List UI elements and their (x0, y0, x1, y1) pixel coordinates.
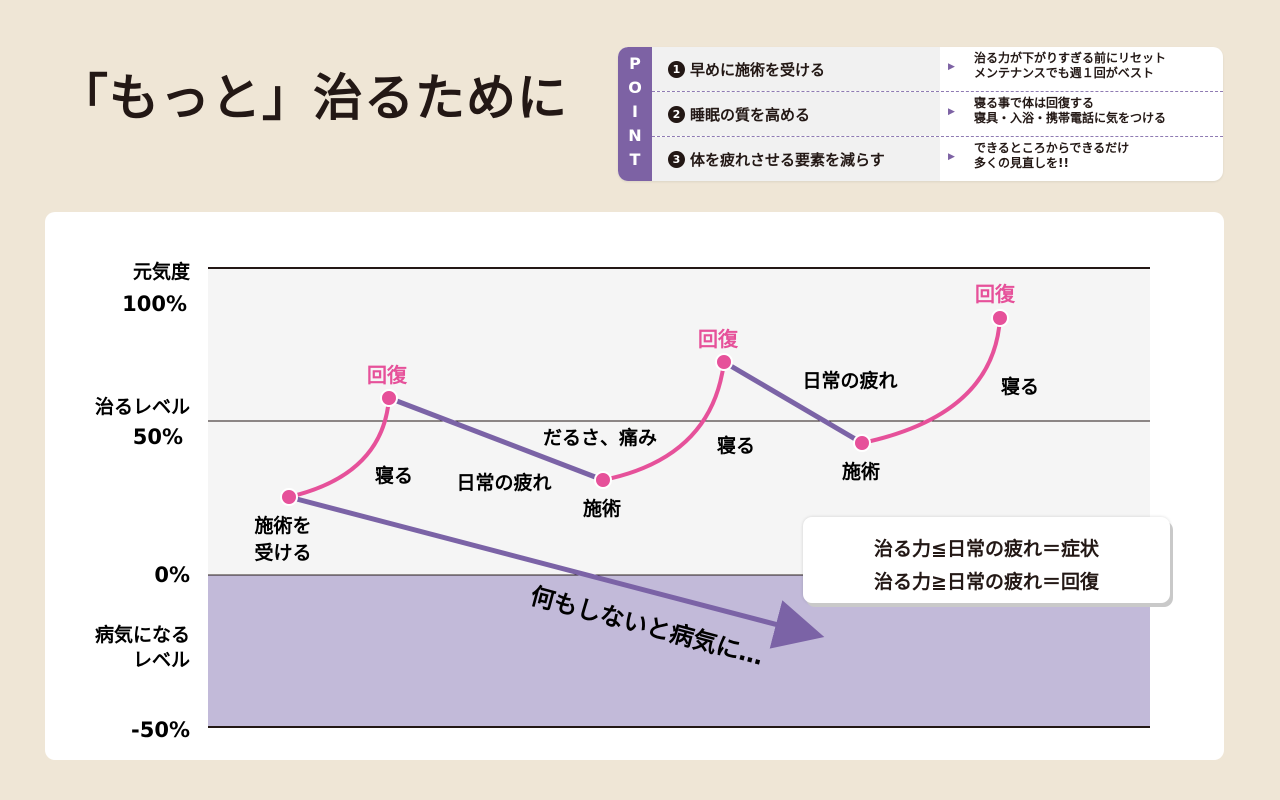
point-tab-letter: T (629, 150, 641, 169)
y-caption-sick-level: レベル (133, 649, 190, 671)
point-tab-letter: O (628, 78, 642, 97)
label-daily-fatigue: 日常の疲れ (802, 369, 897, 392)
point-tab-letter: N (628, 126, 642, 145)
label-treatment: 施術 (842, 460, 880, 483)
treatment-point (853, 434, 871, 452)
point-item-label: 体を疲れさせる要素を減らす (690, 150, 885, 169)
y-caption-heal-level: 治るレベル (95, 395, 190, 418)
fatigue-line (722, 359, 864, 446)
label-dull-pain: だるさ、痛み (543, 426, 657, 449)
point-item-desc: メンテナンスでも週１回がベスト (974, 66, 1155, 80)
label-sleep: 寝る (375, 464, 413, 487)
point-number-badge: 3 (668, 150, 685, 168)
point-tab-letter: P (629, 54, 641, 73)
treatment-point (594, 471, 612, 489)
y-label-100: 100% (122, 292, 187, 316)
recovery-curve (861, 317, 1002, 445)
recovery-point (380, 389, 398, 407)
label-treatment: 施術 (583, 497, 621, 520)
point-item: 2 睡眠の質を高める ▶ 寝る事で体は回復する 寝具・入浴・携帯電話に気をつける (652, 92, 1223, 137)
point-tab: P O I N T (618, 47, 652, 181)
point-item-label: 早めに施術を受ける (690, 60, 826, 79)
triangle-right-icon: ▶ (948, 62, 955, 72)
fatigue-line (388, 395, 604, 483)
recovery-point (715, 353, 733, 371)
treatment-point (280, 488, 298, 506)
point-item-desc: 寝る事で体は回復する (974, 96, 1095, 110)
triangle-right-icon: ▶ (948, 152, 955, 162)
point-box: P O I N T 1 早めに施術を受ける ▶ 治る力が下がりすぎる前にリセット… (618, 47, 1223, 181)
y-caption-sick-level: 病気になる (95, 623, 190, 646)
point-item-desc: 治る力が下がりすぎる前にリセット (974, 51, 1167, 65)
equation-box: 治る力≦日常の疲れ＝症状 治る力≧日常の疲れ＝回復 (803, 517, 1170, 603)
point-item-desc: できるところからできるだけ (974, 141, 1130, 155)
point-item: 3 体を疲れさせる要素を減らす ▶ できるところからできるだけ 多くの見直しを!… (652, 137, 1223, 181)
decline-arrow (288, 494, 825, 649)
y-label-50: 50% (133, 425, 183, 449)
point-item: 1 早めに施術を受ける ▶ 治る力が下がりすぎる前にリセット メンテナンスでも週… (652, 47, 1223, 92)
label-recover: 回復 (975, 282, 1016, 306)
recovery-curve (602, 361, 726, 482)
point-tab-letter: I (632, 102, 638, 121)
y-caption-vitality: 元気度 (133, 260, 191, 283)
equation-recovery: 治る力≧日常の疲れ＝回復 (874, 571, 1099, 593)
label-daily-fatigue: 日常の疲れ (456, 471, 551, 494)
recovery-point (991, 309, 1009, 327)
label-recover: 回復 (367, 363, 408, 387)
label-sleep: 寝る (1001, 375, 1039, 398)
label-start-treatment: 施術を (254, 514, 311, 537)
label-recover: 回復 (698, 327, 739, 351)
label-start-treatment: 受ける (254, 541, 311, 564)
triangle-right-icon: ▶ (948, 107, 955, 117)
point-number-badge: 2 (668, 105, 685, 123)
point-item-desc: 寝具・入浴・携帯電話に気をつける (974, 111, 1167, 125)
equation-symptom: 治る力≦日常の疲れ＝症状 (874, 538, 1099, 560)
point-number-badge: 1 (668, 60, 685, 78)
point-item-label: 睡眠の質を高める (690, 105, 811, 124)
recovery-curve (288, 397, 391, 499)
page-title: 「もっと」治るために (58, 69, 568, 127)
y-label-0: 0% (154, 563, 190, 587)
y-label-minus50: -50% (131, 718, 190, 742)
point-item-desc: 多くの見直しを!! (974, 156, 1069, 170)
label-sleep: 寝る (717, 434, 755, 457)
